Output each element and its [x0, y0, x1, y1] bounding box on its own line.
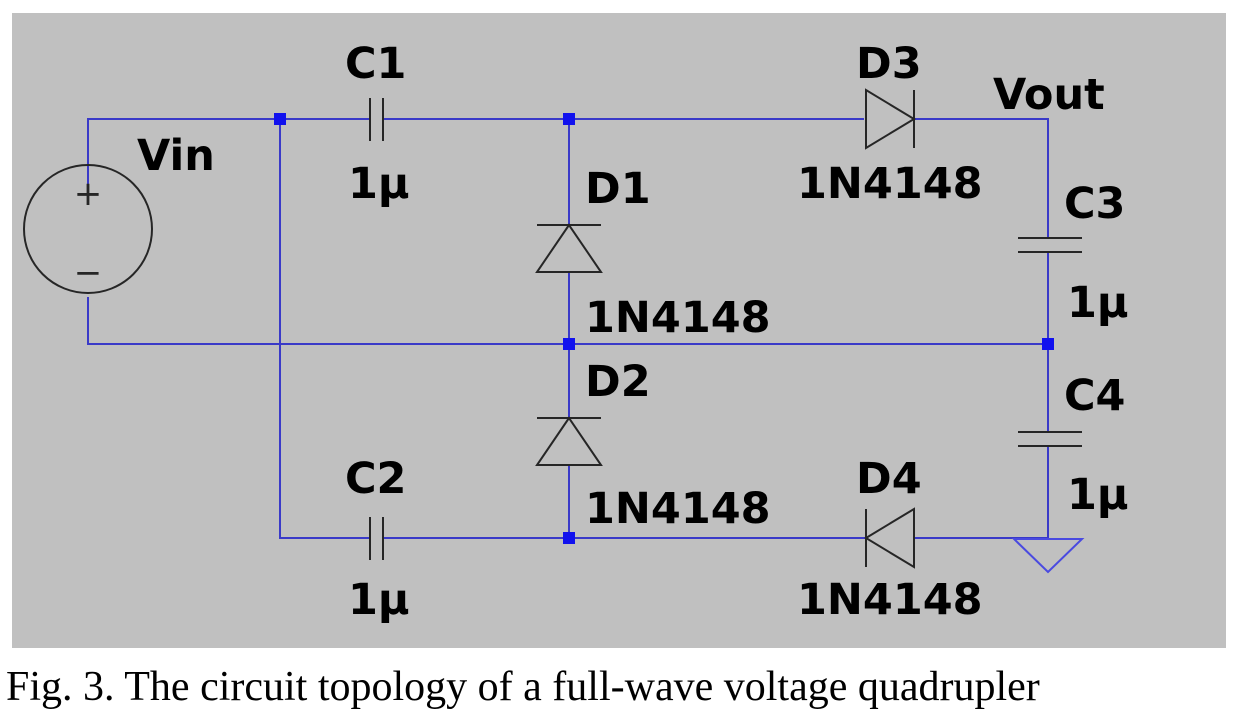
junction-dot [1042, 338, 1054, 350]
source-name-label: Vin [137, 131, 215, 181]
wire-vout [914, 118, 1049, 238]
junction-dot [563, 338, 575, 350]
d3-name-label: D3 [856, 39, 922, 89]
junction-dot [563, 113, 575, 125]
d4-part-label: 1N4148 [797, 575, 983, 625]
wire-vin-minus [87, 297, 1048, 345]
diode-d2-symbol [535, 416, 603, 466]
c4-value-label: 1µ [1067, 470, 1129, 520]
diode-d1-symbol [535, 223, 603, 273]
c2-value-label: 1µ [348, 575, 410, 625]
source-minus-sign: − [74, 253, 103, 293]
capacitor-c1-symbol [369, 98, 384, 141]
c1-name-label: C1 [345, 39, 406, 89]
wire-vin-plus [87, 118, 280, 185]
d1-name-label: D1 [585, 164, 651, 214]
capacitor-c2-symbol [369, 517, 384, 560]
wire-left-vertical [279, 119, 370, 539]
source-plus-sign: + [74, 174, 103, 214]
d3-part-label: 1N4148 [797, 159, 983, 209]
d1-part-label: 1N4148 [585, 293, 771, 343]
c3-name-label: C3 [1064, 179, 1125, 229]
c2-name-label: C2 [345, 454, 406, 504]
diode-d3-symbol [865, 88, 916, 150]
voltage-source-symbol: + − [23, 164, 153, 294]
d4-name-label: D4 [856, 454, 922, 504]
c1-value-label: 1µ [348, 159, 410, 209]
c3-value-label: 1µ [1067, 278, 1129, 328]
c4-name-label: C4 [1064, 371, 1125, 421]
junctions [274, 113, 1054, 544]
output-node-label: Vout [993, 70, 1105, 120]
figure-caption: Fig. 3. The circuit topology of a full-w… [6, 664, 1040, 710]
diode-d4-symbol [864, 507, 915, 569]
capacitor-c4-symbol [1018, 431, 1082, 447]
ground-symbol [1011, 538, 1085, 574]
junction-dot [563, 532, 575, 544]
capacitor-c3-symbol [1018, 237, 1082, 253]
d2-name-label: D2 [585, 357, 651, 407]
junction-dot [274, 113, 286, 125]
d2-part-label: 1N4148 [585, 484, 771, 534]
